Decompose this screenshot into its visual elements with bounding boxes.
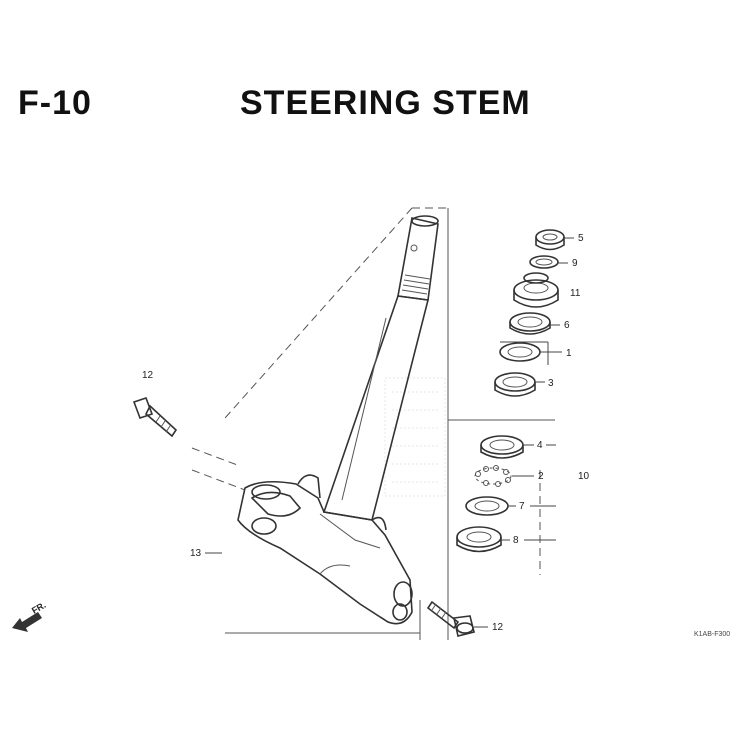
callout-2: 2: [538, 471, 544, 482]
steering-stem-part: [237, 215, 439, 625]
callout-6: 6: [564, 320, 570, 331]
callout-12-bottom: 12: [492, 622, 504, 633]
callout-10: 10: [578, 471, 590, 482]
leader-lines: [205, 237, 574, 628]
lower-bearing-inner-race: [465, 496, 509, 516]
callout-12-top: 12: [142, 370, 154, 381]
callout-7: 7: [519, 501, 525, 512]
upper-bearing-outer-race: [494, 372, 536, 397]
lower-dust-seal: [456, 526, 502, 553]
dust-seal: [509, 312, 551, 335]
callout-4: 4: [537, 440, 543, 451]
adjusting-nut: [513, 272, 559, 308]
callout-13: 13: [190, 548, 202, 559]
figure-code: F-10: [18, 84, 92, 122]
lock-washer: [529, 255, 559, 269]
lower-bearing-outer-race: [480, 435, 524, 459]
steering-stem-nut: [535, 229, 565, 251]
callout-1: 1: [566, 348, 572, 359]
flange-bolt-top: [132, 396, 178, 438]
callout-5: 5: [578, 233, 584, 244]
page-title: STEERING STEM: [240, 84, 531, 122]
front-marker-label: FR.: [30, 600, 48, 616]
diagram-code: K1AB-F300: [694, 631, 730, 638]
front-direction-arrow-icon: FR.: [12, 600, 48, 632]
callout-11: 11: [570, 288, 581, 299]
callout-9: 9: [572, 258, 578, 269]
steel-ball-set: [474, 465, 512, 487]
background-text-block: [384, 377, 446, 497]
upper-bearing-inner-race: [499, 342, 541, 362]
flange-bolt-bottom: [426, 600, 475, 637]
callout-3: 3: [548, 378, 554, 389]
guide-lines: [191, 207, 555, 640]
callout-8: 8: [513, 535, 519, 546]
